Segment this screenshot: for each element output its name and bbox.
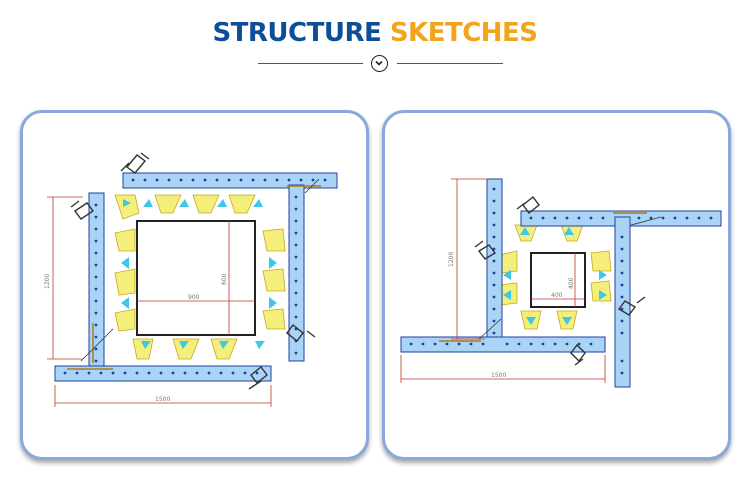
clamp-icons	[474, 196, 646, 366]
inner-width-label: 400	[551, 292, 563, 299]
yellow-brackets	[498, 224, 612, 330]
width-dimension-label: 1500	[155, 396, 170, 403]
structure-sketch-small: 400 400	[400, 178, 722, 388]
inner-width-label: 900	[188, 294, 200, 301]
dimension-lines	[47, 196, 272, 407]
dimension-lines	[400, 178, 606, 383]
inner-column	[530, 252, 586, 308]
cyan-wedges	[121, 199, 277, 349]
sketch-panel-large: 900 600	[20, 110, 369, 460]
height-dimension-label: 1200	[448, 252, 455, 267]
orange-plates	[439, 212, 647, 342]
orange-plates	[67, 185, 321, 370]
beam-holes	[63, 178, 327, 375]
inner-height-label: 600	[221, 273, 228, 285]
title-divider-left	[258, 63, 363, 64]
title-sketches: SKETCHES	[389, 18, 538, 48]
structure-sketch-large: 900 600	[44, 152, 338, 407]
cyan-wedges	[503, 227, 607, 325]
beams	[400, 178, 722, 388]
inner-column	[136, 220, 256, 336]
page-title: STRUCTURE SKETCHES	[0, 18, 750, 48]
sketch-panel-small: 400 400	[382, 110, 731, 460]
width-dimension-label: 1500	[491, 372, 506, 379]
yellow-brackets	[114, 194, 286, 360]
clamp-icons	[70, 152, 316, 390]
title-divider-right	[397, 63, 503, 64]
height-dimension-label: 1200	[44, 274, 51, 289]
title-structure: STRUCTURE	[212, 18, 382, 48]
inner-height-label: 400	[568, 277, 575, 289]
beam-holes	[409, 187, 713, 375]
chevron-down-icon[interactable]	[371, 55, 388, 72]
